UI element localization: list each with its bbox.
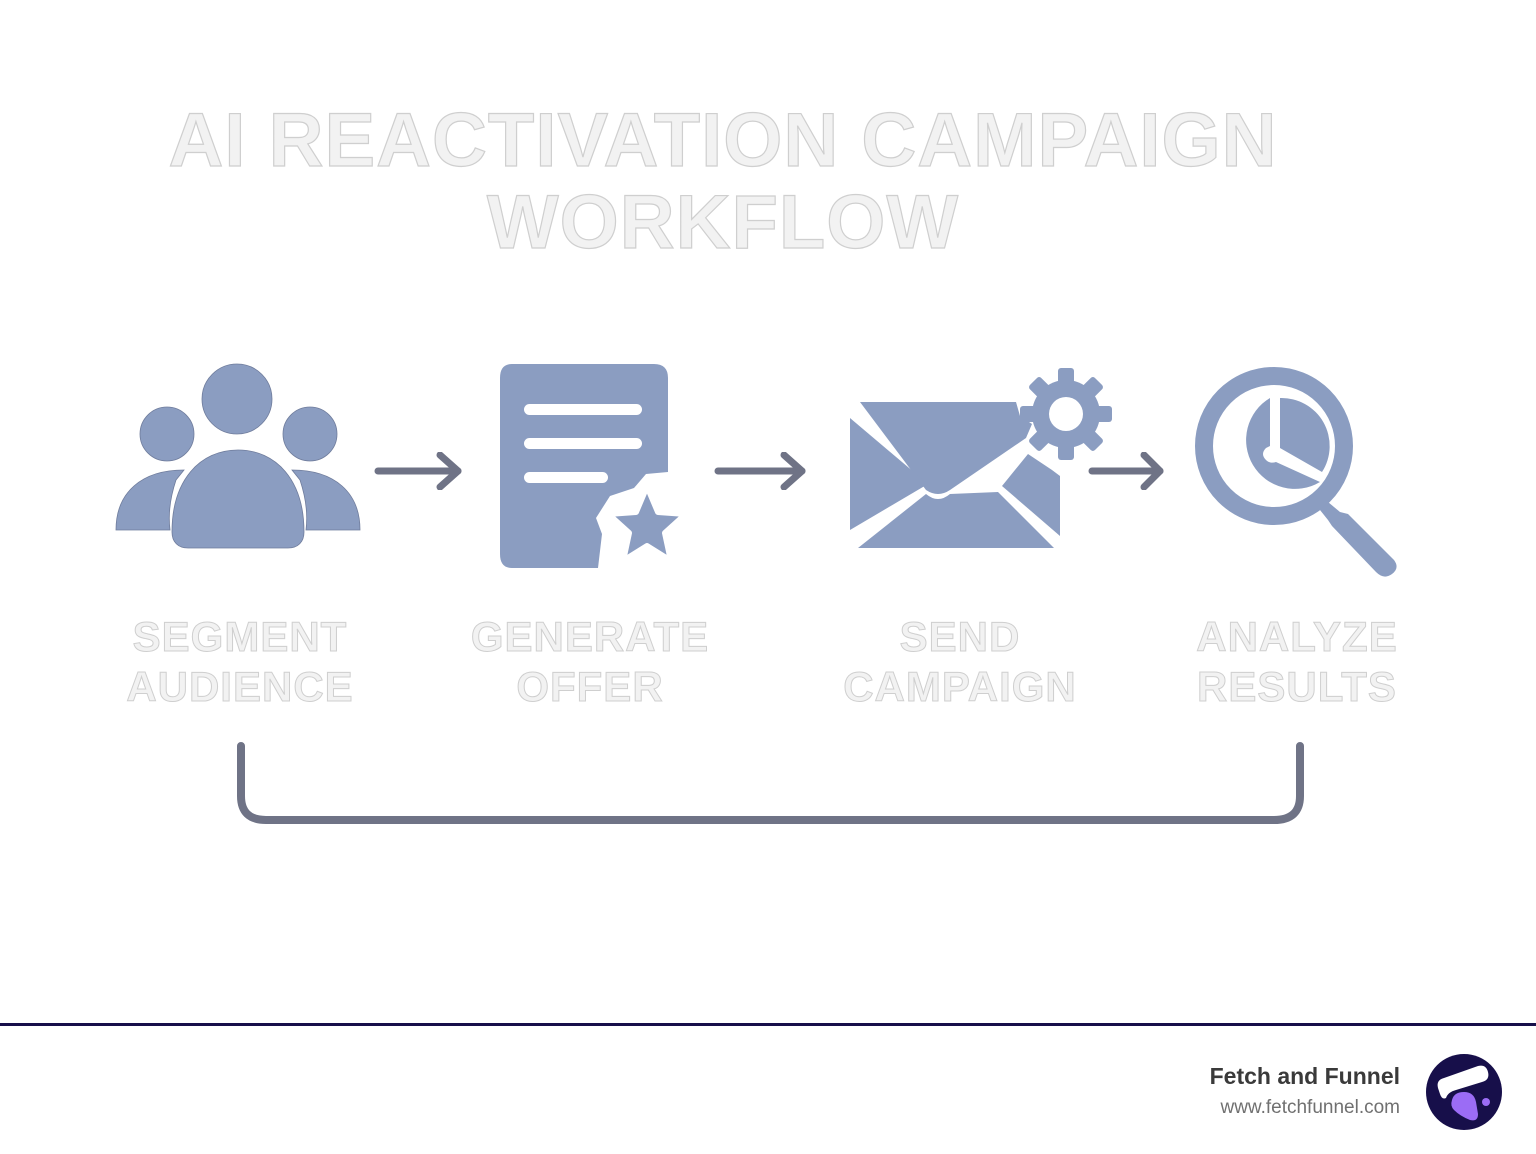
step-label-send-campaign: SEND CAMPAIGN [790,612,1130,712]
arrow-right-icon [1088,451,1168,495]
step-label-line: AUDIENCE [126,663,354,711]
magnifier-pie-chart-icon [1190,362,1402,582]
brand-name: Fetch and Funnel [1209,1063,1400,1089]
users-group-icon [112,362,364,554]
brand-logo-icon [1424,1052,1504,1137]
arrow-right-icon [374,451,466,495]
step-label-line: RESULTS [1197,663,1397,711]
step-label-line: CAMPAIGN [843,663,1077,711]
arrow-right-icon [714,451,810,495]
footer-divider [0,1023,1536,1026]
title-line-2: WORKFLOW [486,180,960,265]
step-label-generate-offer: GENERATE OFFER [420,612,760,712]
document-star-icon [498,362,688,572]
title-line-1: AI REACTIVATION CAMPAIGN [168,98,1278,183]
step-label-line: ANALYZE [1196,613,1398,661]
feedback-loop-connector [232,738,1308,833]
step-label-line: SEGMENT [132,613,348,661]
envelope-gear-icon [846,366,1112,552]
step-label-line: GENERATE [470,613,710,661]
step-label-line: SEND [899,613,1021,661]
step-label-segment-audience: SEGMENT AUDIENCE [70,612,410,712]
step-label-line: OFFER [516,663,664,711]
diagram-title: AI REACTIVATION CAMPAIGN WORKFLOW [0,98,1446,265]
step-label-analyze-results: ANALYZE RESULTS [1127,612,1467,712]
brand-url[interactable]: www.fetchfunnel.com [1220,1097,1400,1118]
